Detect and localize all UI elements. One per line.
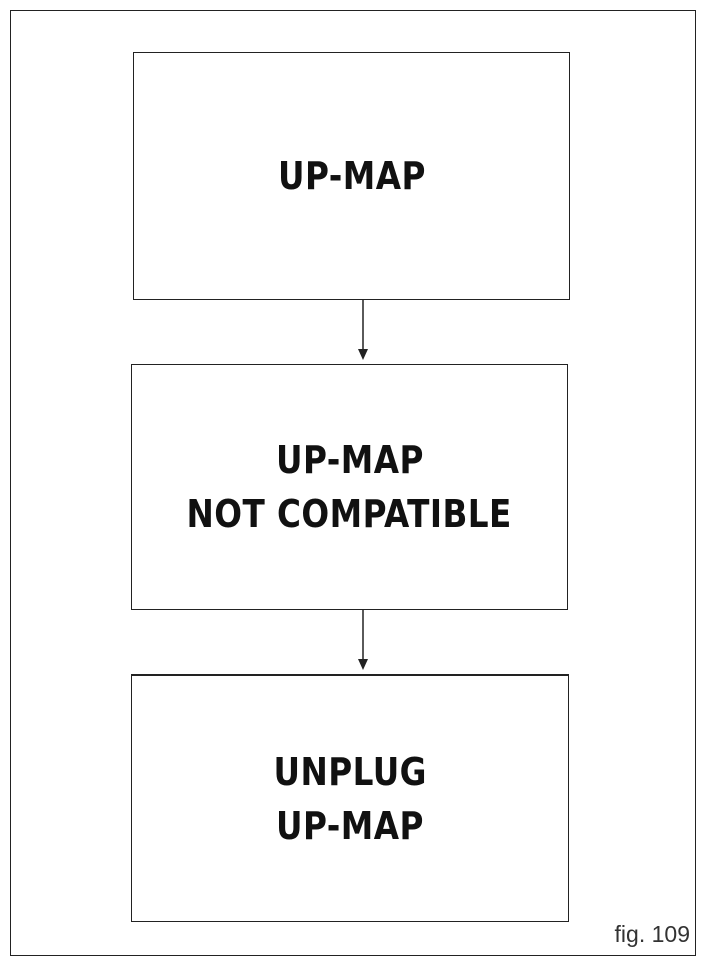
figure-label: fig. 109 xyxy=(614,921,690,947)
box-text-line: UP-MAP xyxy=(275,438,424,482)
flow-box-not-compatible: UP-MAP NOT COMPATIBLE xyxy=(131,364,568,610)
box-text-line: UNPLUG xyxy=(273,749,427,794)
box-text-line: UP-MAP xyxy=(276,803,424,848)
box-text-line: UP-MAP xyxy=(277,154,426,198)
flow-box-up-map: UP-MAP xyxy=(133,52,570,300)
flow-box-unplug: UNPLUG UP-MAP xyxy=(131,674,569,922)
box-text-line: NOT COMPATIBLE xyxy=(186,492,513,536)
figure-frame xyxy=(10,10,696,956)
